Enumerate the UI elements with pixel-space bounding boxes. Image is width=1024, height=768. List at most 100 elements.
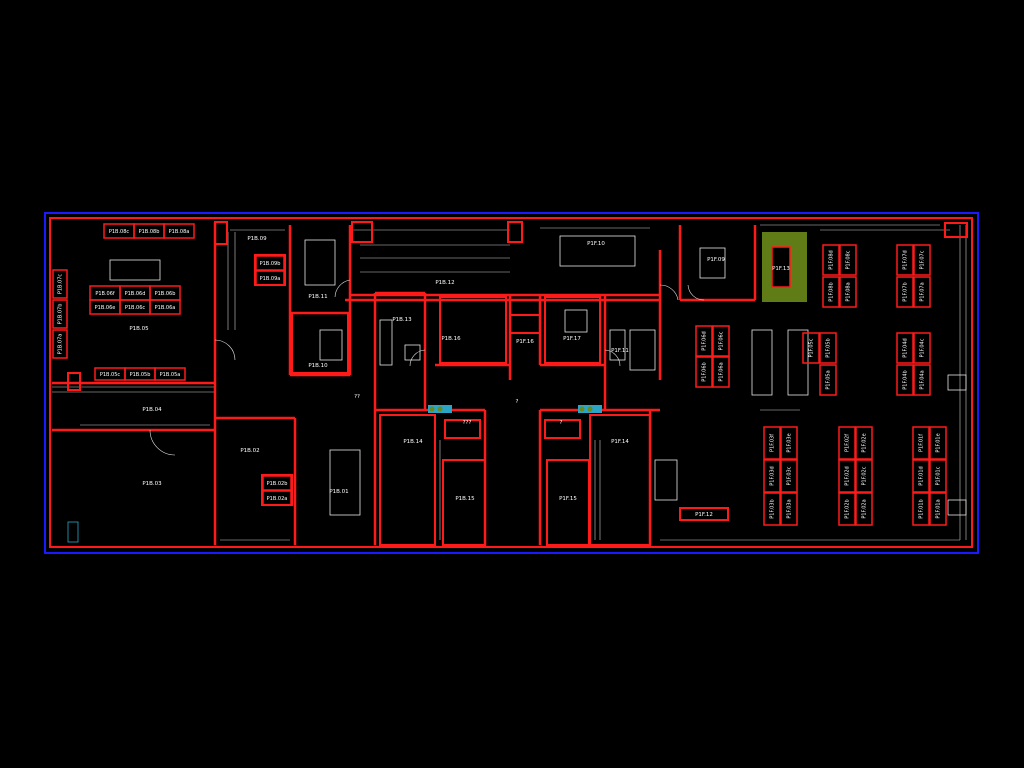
desk-p1f08b[interactable]: P1F.08b <box>822 276 840 308</box>
desk-p1f03a[interactable]: P1F.03a <box>780 492 798 526</box>
desk-outline <box>163 223 195 239</box>
desk-p1f01d[interactable]: P1F.01d <box>912 459 930 493</box>
desk-p1b02a[interactable]: P1B.02a <box>262 490 292 506</box>
room-label-p1f16[interactable]: P1F.16 <box>516 339 534 345</box>
desk-outline <box>262 475 292 491</box>
desk-p1f06c[interactable]: P1F.06c <box>712 325 730 357</box>
room-label-p1b16[interactable]: P1B.16 <box>441 336 461 342</box>
desk-p1f08a[interactable]: P1F.08a <box>839 276 857 308</box>
desk-p1b07c[interactable]: P1B.07c <box>52 269 68 299</box>
desk-outline <box>712 356 730 388</box>
desk-outline <box>896 364 914 396</box>
desk-label: P1F.03f <box>770 434 776 452</box>
desk-outline <box>896 276 914 308</box>
desk-label: P1B.06f <box>95 291 115 297</box>
desk-p1f01e[interactable]: P1F.01e <box>929 426 947 460</box>
desk-p1f04d[interactable]: P1F.04d <box>896 332 914 364</box>
desk-p1b06a[interactable]: P1B.06a <box>149 299 181 315</box>
room-label-p1b02[interactable]: P1B.02 <box>240 448 259 454</box>
desk-p1b09b[interactable]: P1B.09b <box>255 255 285 271</box>
room-label-p1b10[interactable]: P1B.10 <box>308 363 328 369</box>
room-label-p1b05[interactable]: P1B.05 <box>129 326 149 332</box>
desk-p1f08d[interactable]: P1F.08d <box>822 244 840 276</box>
desk-outline <box>929 459 947 493</box>
desk-p1f04c[interactable]: P1F.04c <box>913 332 931 364</box>
desk-p1b09a[interactable]: P1B.09a <box>255 270 285 286</box>
desk-p1f05c[interactable]: P1F.05c <box>802 332 820 364</box>
room-label-p1f11[interactable]: P1F.11 <box>611 348 629 354</box>
desk-outline <box>780 459 798 493</box>
room-label-p1b03[interactable]: P1B.03 <box>142 481 162 487</box>
desk-p1f02d[interactable]: P1F.02d <box>838 459 856 493</box>
desk-p1f06a[interactable]: P1F.06a <box>712 356 730 388</box>
desk-p1f03c[interactable]: P1F.03c <box>780 459 798 493</box>
room-label-p1b01[interactable]: P1B.01 <box>329 489 348 495</box>
room-label-p1f15[interactable]: P1F.15 <box>559 496 577 502</box>
room-label-p1b11[interactable]: P1B.11 <box>308 294 327 300</box>
room-label-p1b04[interactable]: P1B.04 <box>142 407 162 413</box>
desk-p1f02e[interactable]: P1F.02e <box>855 426 873 460</box>
room-label-p1f14[interactable]: P1F.14 <box>611 439 629 445</box>
desk-p1f02b[interactable]: P1F.02b <box>838 492 856 526</box>
room-label-p1f17[interactable]: P1F.17 <box>563 336 581 342</box>
desk-p1f01b[interactable]: P1F.01b <box>912 492 930 526</box>
desk-p1f05b[interactable]: P1F.05b <box>819 332 837 364</box>
desk-label: P1B.09a <box>260 276 281 282</box>
desk-p1f01c[interactable]: P1F.01c <box>929 459 947 493</box>
desk-p1f07d[interactable]: P1F.07d <box>896 244 914 276</box>
desk-p1b02b[interactable]: P1B.02b <box>262 475 292 491</box>
desk-p1f07a[interactable]: P1F.07a <box>913 276 931 308</box>
desk-label: P1F.05c <box>809 338 815 357</box>
desk-p1f02a[interactable]: P1F.02a <box>855 492 873 526</box>
room-label-p1b12[interactable]: P1B.12 <box>435 280 454 286</box>
desk-p1f07c[interactable]: P1F.07c <box>913 244 931 276</box>
desk-outline <box>822 244 840 276</box>
room-label-p1b09[interactable]: P1B.09 <box>247 236 267 242</box>
desk-p1b07b[interactable]: P1B.07b <box>52 299 68 329</box>
desk-p1f03e[interactable]: P1F.03e <box>780 426 798 460</box>
desk-outline <box>780 426 798 460</box>
desk-p1f03b[interactable]: P1F.03b <box>763 492 781 526</box>
desk-p1f07b[interactable]: P1F.07b <box>896 276 914 308</box>
desk-outline <box>712 325 730 357</box>
desk-label: P1B.08b <box>139 229 160 235</box>
desk-p1f08c[interactable]: P1F.08c <box>839 244 857 276</box>
desk-p1f06d[interactable]: P1F.06d <box>695 325 713 357</box>
room-label-p1f12[interactable]: P1F.12 <box>695 512 713 518</box>
desk-p1f02f[interactable]: P1F.02f <box>838 426 856 460</box>
desk-outline <box>52 329 68 359</box>
desk-label: P1B.07a <box>58 334 64 355</box>
desk-p1f03f[interactable]: P1F.03f <box>763 426 781 460</box>
room-label-p1f09[interactable]: P1F.09 <box>707 257 725 263</box>
desk-outline <box>912 459 930 493</box>
room-label-p1b13[interactable]: P1B.13 <box>392 317 412 323</box>
desk-outline <box>52 299 68 329</box>
desk-p1b05a[interactable]: P1B.05a <box>154 367 186 381</box>
room-label-p1b15[interactable]: P1B.15 <box>455 496 475 502</box>
desk-label: P1B.02b <box>267 481 288 487</box>
desk-outline <box>838 492 856 526</box>
desk-label: P1F.08a <box>846 282 852 301</box>
desk-p1f01a[interactable]: P1F.01a <box>929 492 947 526</box>
desk-label: P1B.06a <box>155 305 176 311</box>
desk-label: P1F.01f <box>919 434 925 452</box>
desk-p1b08a[interactable]: P1B.08a <box>163 223 195 239</box>
desk-label: P1F.06b <box>702 362 708 381</box>
desk-outline <box>896 332 914 364</box>
desk-p1f01f[interactable]: P1F.01f <box>912 426 930 460</box>
building-boundary <box>44 212 979 554</box>
room-label-p1f10[interactable]: P1F.10 <box>587 241 605 247</box>
desk-label: P1F.02e <box>862 433 868 452</box>
room-label-p1f13[interactable]: P1F.13 <box>772 266 790 272</box>
desk-label: P1B.02a <box>267 496 288 502</box>
desk-p1f05a[interactable]: P1F.05a <box>819 364 837 396</box>
desk-p1f04b[interactable]: P1F.04b <box>896 364 914 396</box>
desk-p1b07a[interactable]: P1B.07a <box>52 329 68 359</box>
desk-p1f04a[interactable]: P1F.04a <box>913 364 931 396</box>
desk-p1f03d[interactable]: P1F.03d <box>763 459 781 493</box>
desk-p1f02c[interactable]: P1F.02c <box>855 459 873 493</box>
desk-p1f06b[interactable]: P1F.06b <box>695 356 713 388</box>
room-label-p1b14[interactable]: P1B.14 <box>403 439 423 445</box>
desk-label: P1F.08d <box>829 250 835 269</box>
